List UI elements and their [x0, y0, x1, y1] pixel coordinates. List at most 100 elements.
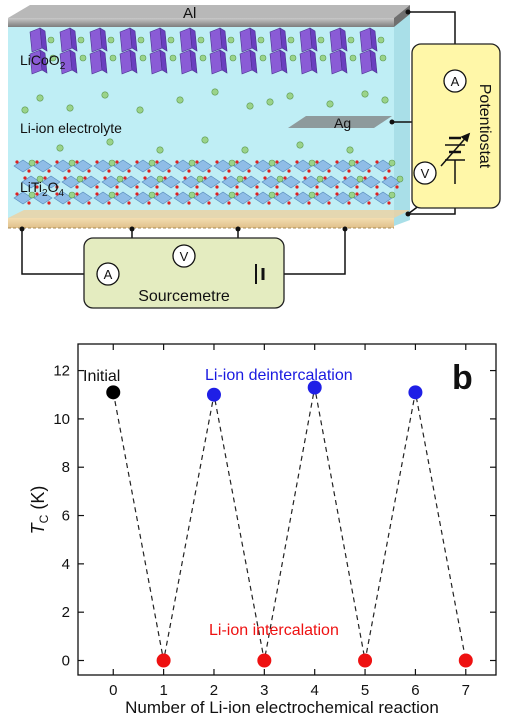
liti2o4-octahedron — [13, 191, 36, 205]
y-tick-label: 2 — [62, 604, 70, 621]
li-ion — [101, 91, 109, 99]
oxygen-atom — [23, 176, 27, 180]
annotation-intercalation: Li-ion intercalation — [209, 622, 339, 639]
oxygen-atom — [107, 201, 111, 205]
li-ion — [188, 191, 196, 199]
oxygen-atom — [75, 192, 79, 196]
li-ion — [109, 54, 117, 62]
oxygen-atom — [55, 185, 59, 189]
oxygen-atom — [387, 201, 391, 205]
liti2o4-octahedron — [353, 159, 373, 173]
li-ion — [346, 146, 354, 154]
liti2o4-octahedron — [181, 175, 204, 189]
li-ion — [211, 88, 219, 96]
liti2o4-octahedron — [141, 175, 164, 189]
oxygen-atom — [347, 201, 351, 205]
oxygen-atom — [327, 201, 331, 205]
liti2o4-octahedron — [113, 191, 133, 205]
oxygen-atom — [95, 185, 99, 189]
liti2o4-octahedron — [233, 159, 253, 173]
liti2o4-octahedron — [221, 175, 244, 189]
li-ion — [268, 191, 276, 199]
li-ion — [289, 54, 297, 62]
oxygen-atom — [75, 185, 79, 189]
oxygen-atom — [255, 192, 259, 196]
oxygen-atom — [335, 185, 339, 189]
oxygen-atom — [135, 185, 139, 189]
liti2o4-octahedron — [301, 175, 324, 189]
chart-frame — [77, 343, 497, 676]
li-ion — [227, 36, 235, 44]
x-tick-label: 5 — [361, 682, 369, 699]
li-ion — [148, 159, 156, 167]
li-ion — [326, 100, 334, 108]
li-ion — [308, 159, 316, 167]
oxygen-atom — [143, 176, 147, 180]
li-ion — [287, 36, 295, 44]
li-ion — [36, 94, 44, 102]
li-ion — [296, 141, 304, 149]
substrate — [8, 218, 394, 228]
liti2o4-octahedron — [173, 191, 196, 205]
oxygen-atom — [67, 201, 71, 205]
licoo2-octahedron — [299, 49, 318, 75]
oxygen-atom — [67, 169, 71, 173]
liti2o4-octahedron — [233, 191, 253, 205]
oxygen-atom — [187, 169, 191, 173]
li-ion — [377, 36, 385, 44]
dashed-connector — [112, 387, 467, 661]
liti2o4-octahedron — [201, 175, 221, 189]
licoo2-octahedron — [149, 27, 168, 53]
oxygen-atom — [195, 185, 199, 189]
licoo2-octahedron — [89, 49, 108, 75]
ag-electrode — [288, 116, 392, 128]
oxygen-atom — [87, 201, 91, 205]
li-ion — [28, 191, 36, 199]
svg-text:V: V — [421, 166, 430, 181]
oxygen-atom — [203, 176, 207, 180]
liti2o4-octahedron — [353, 191, 373, 205]
liti2o4-octahedron — [213, 159, 236, 173]
licoo2-octahedron — [239, 27, 258, 53]
licoo2-octahedron — [209, 27, 228, 53]
liti2o4-octahedron — [53, 159, 76, 173]
ag-label: Ag — [334, 115, 351, 131]
oxygen-atom — [235, 192, 239, 196]
oxygen-atom — [327, 169, 331, 173]
liti2o4-octahedron — [81, 175, 101, 189]
oxygen-atom — [155, 160, 159, 164]
oxygen-atom — [235, 160, 239, 164]
liti2o4-octahedron — [373, 191, 396, 205]
oxygen-atom — [63, 176, 67, 180]
li-ion — [229, 54, 237, 62]
oxygen-atom — [355, 185, 359, 189]
oxygen-atom — [47, 201, 51, 205]
oxygen-atom — [135, 160, 139, 164]
oxygen-atom — [235, 185, 239, 189]
liti2o4-octahedron — [313, 191, 333, 205]
liti2o4-octahedron — [53, 191, 76, 205]
liti2o4-octahedron — [101, 175, 124, 189]
data-point-li-ion-intercalation — [257, 653, 272, 668]
oxygen-atom — [103, 176, 107, 180]
oxygen-atom — [207, 201, 211, 205]
liti2o4-octahedron — [293, 191, 316, 205]
oxygen-atom — [95, 192, 99, 196]
data-points — [106, 380, 473, 668]
connector-line — [112, 387, 467, 661]
oxygen-atom — [135, 192, 139, 196]
oxygen-atom — [247, 169, 251, 173]
x-tick-label: 1 — [159, 682, 167, 699]
liti2o4-octahedron — [341, 175, 364, 189]
oxygen-atom — [323, 176, 327, 180]
al-label: Al — [183, 5, 196, 22]
li-ion — [347, 36, 355, 44]
oxygen-atom — [363, 176, 367, 180]
liti2o4-octahedron — [193, 159, 213, 173]
licoo2-octahedron — [209, 49, 228, 75]
oxygen-atom — [355, 192, 359, 196]
oxygen-atom — [175, 192, 179, 196]
oxygen-atom — [163, 176, 167, 180]
liti2o4-octahedron — [281, 175, 301, 189]
